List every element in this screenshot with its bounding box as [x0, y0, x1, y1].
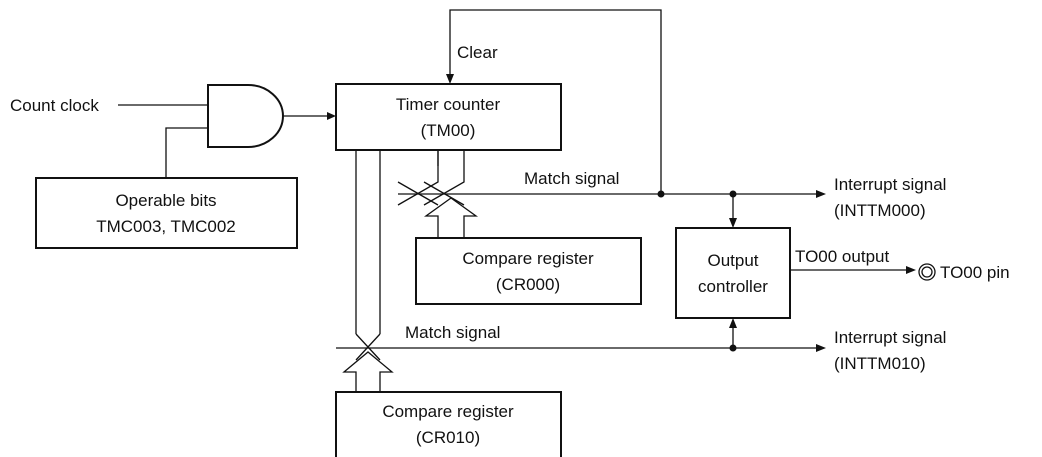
bus-cross-bottom	[355, 333, 381, 361]
count-clock-label: Count clock	[10, 96, 99, 115]
interrupt-top-label: Interrupt signal	[834, 175, 946, 194]
to00-output-label: TO00 output	[795, 247, 889, 266]
and-output-arrowhead	[327, 112, 336, 120]
to00-output-arrowhead	[906, 266, 916, 274]
cr000-bus-arrow	[423, 197, 479, 239]
bus-tm00-to-cr000	[397, 150, 439, 206]
cr010-bus-arrow	[342, 351, 394, 393]
junction-dot	[657, 190, 665, 198]
controller-bottom-input-arrowhead	[729, 318, 737, 328]
interrupt-bottom-arrowhead	[816, 344, 826, 352]
clear-loop-line	[449, 9, 662, 194]
to00-pin-inner-icon	[921, 266, 933, 278]
bus-tm00-to-cr000	[423, 150, 465, 206]
to00-pin-label: TO00 pin	[940, 263, 1010, 282]
operable-bits-box: Operable bits TMC003, TMC002	[35, 177, 298, 249]
interrupt-bottom-label: Interrupt signal	[834, 328, 946, 347]
clear-arrowhead	[446, 74, 454, 84]
output-controller-label-2: controller	[698, 277, 768, 296]
timer-counter-id: (TM00)	[421, 121, 476, 140]
compare-register-cr010-id: (CR010)	[416, 428, 480, 447]
interrupt-top-arrowhead	[816, 190, 826, 198]
operable-bits-line	[165, 127, 208, 178]
bus-cross-top	[397, 181, 439, 206]
match-signal-bottom-label: Match signal	[405, 323, 500, 342]
and-gate	[207, 84, 284, 148]
timer-counter-box: Timer counter (TM00)	[335, 83, 562, 151]
compare-register-cr010-box: Compare register (CR010)	[335, 391, 562, 457]
output-controller-label: Output	[707, 251, 758, 270]
operable-bits-values: TMC003, TMC002	[96, 217, 236, 236]
bus-cross-top	[423, 181, 465, 206]
compare-register-cr010-label: Compare register	[382, 402, 514, 421]
compare-register-cr000-box: Compare register (CR000)	[415, 237, 642, 305]
match-signal-top-label: Match signal	[524, 169, 619, 188]
clear-label: Clear	[457, 43, 498, 62]
interrupt-top-id: (INTTM000)	[834, 201, 926, 220]
to00-pin-icon	[918, 263, 936, 281]
compare-register-cr000-label: Compare register	[462, 249, 594, 268]
interrupt-bottom-id: (INTTM010)	[834, 354, 926, 373]
controller-top-input-arrowhead	[729, 218, 737, 228]
timer-counter-label: Timer counter	[396, 95, 501, 114]
operable-bits-label: Operable bits	[115, 191, 216, 210]
output-controller-box: Output controller	[675, 227, 791, 319]
compare-register-cr000-id: (CR000)	[496, 275, 560, 294]
